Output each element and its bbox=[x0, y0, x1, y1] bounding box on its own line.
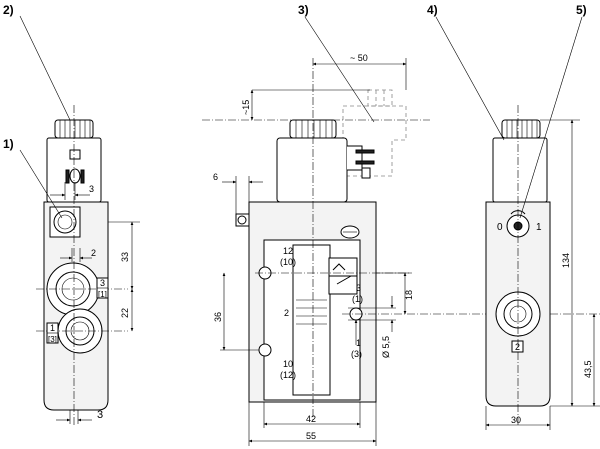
rear-view bbox=[485, 105, 551, 425]
dim-left-3-bottom: 3 bbox=[97, 409, 103, 421]
side-port-1a: [1] bbox=[98, 290, 107, 299]
dim-front-6: 6 bbox=[213, 172, 218, 182]
callout-3: 3) bbox=[298, 3, 309, 17]
port-3: 3 bbox=[356, 283, 361, 293]
side-port-3b: [3] bbox=[48, 335, 57, 344]
side-view-dimensions: 3 2 33 22 3 3 [1] 1 [3] bbox=[46, 182, 140, 424]
rear-port-2: 2 bbox=[515, 342, 520, 352]
dim-front-diameter: Ø 5,5 bbox=[381, 336, 391, 358]
port-2: 2 bbox=[284, 308, 289, 318]
dim-front-18: 18 bbox=[404, 290, 414, 300]
front-view-dimensions: ~ 50 ~15 6 36 42 55 18 Ø 5,5 bbox=[213, 53, 414, 446]
port-3-paren: (3) bbox=[351, 349, 362, 359]
dim-front-55: 55 bbox=[306, 431, 316, 441]
callouts: 2) 1) 3) 4) 5) bbox=[3, 3, 587, 219]
dim-left-3-top: 3 bbox=[89, 184, 94, 194]
callout-1: 1) bbox=[3, 137, 14, 151]
switch-label-1: 1 bbox=[536, 222, 542, 233]
port-10: 10 bbox=[283, 359, 293, 369]
port-1-paren: (1) bbox=[352, 294, 363, 304]
callout-4: 4) bbox=[427, 3, 438, 17]
callout-2: 2) bbox=[3, 3, 14, 17]
port-1: 1 bbox=[356, 338, 361, 348]
side-port-1: 1 bbox=[50, 323, 55, 333]
dim-left-2: 2 bbox=[91, 248, 96, 258]
front-view-port-labels: 12 (10) 2 3 (1) 1 (3) 10 (12) bbox=[280, 246, 363, 380]
switch-label-0: 0 bbox=[497, 222, 503, 233]
dim-right-134: 134 bbox=[561, 253, 571, 268]
dim-left-22: 22 bbox=[120, 308, 130, 318]
port-12-paren: (12) bbox=[280, 370, 296, 380]
dim-front-42: 42 bbox=[306, 414, 316, 424]
port-10-paren: (10) bbox=[280, 257, 296, 267]
front-view bbox=[202, 58, 600, 420]
rear-view-dimensions: 0 1 2 134 43,5 30 bbox=[485, 119, 600, 430]
dim-front-36: 36 bbox=[213, 312, 223, 322]
dim-front-15: ~15 bbox=[241, 100, 251, 115]
side-port-3: 3 bbox=[100, 278, 105, 288]
callout-5: 5) bbox=[576, 3, 587, 17]
dim-right-30: 30 bbox=[511, 415, 521, 425]
side-view bbox=[36, 105, 128, 425]
dim-left-33: 33 bbox=[120, 252, 130, 262]
dim-front-50: ~ 50 bbox=[350, 53, 368, 63]
dim-right-43-5: 43,5 bbox=[583, 360, 593, 378]
port-12: 12 bbox=[283, 246, 293, 256]
